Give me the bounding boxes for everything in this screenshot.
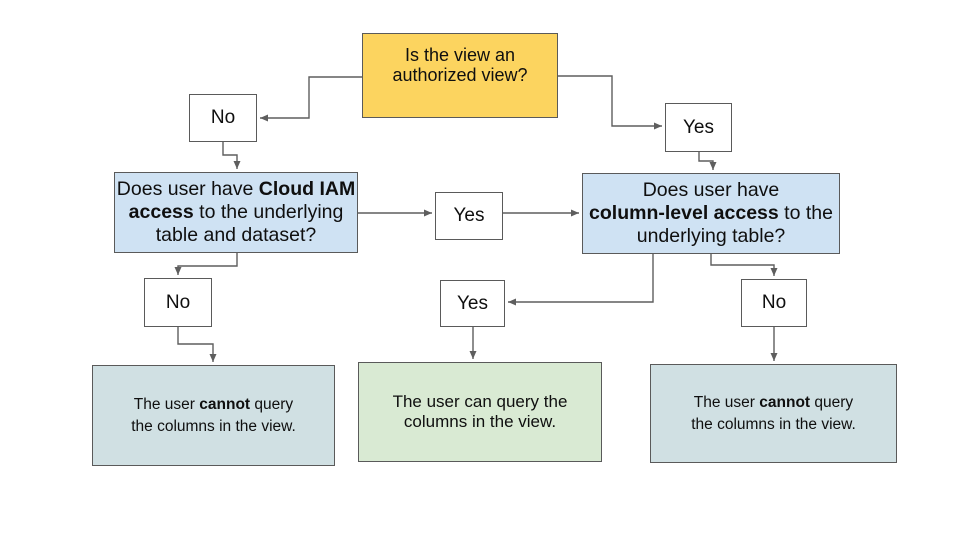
- yes-mid-label: Yes: [453, 205, 485, 226]
- text-line: the columns in the view.: [691, 415, 856, 433]
- question-cloud-iam-text: Does user have Cloud IAM access to the u…: [117, 178, 355, 247]
- connector-authorized-to-yes: [558, 75, 662, 130]
- text-line: access to the underlying: [128, 201, 344, 223]
- text-line: Is the view an: [404, 45, 516, 65]
- node-yes-top: Yes: [665, 103, 732, 152]
- result-left-text: The user cannot query the columns in the…: [131, 394, 296, 438]
- result-mid-text: The user can query the columns in the vi…: [393, 392, 568, 432]
- connector-column-question-to-yes: [508, 254, 654, 306]
- node-question-authorized-view: Is the view an authorized view?: [362, 33, 558, 118]
- node-result-cannot-query-left: The user cannot query the columns in the…: [92, 365, 335, 466]
- question-authorized-view-text: Is the view an authorized view?: [392, 45, 527, 85]
- connector-no-to-iam-question: [222, 142, 241, 169]
- connector-iam-question-to-no: [174, 253, 238, 275]
- text-line: The user cannot query: [693, 393, 854, 411]
- no-column-label: No: [761, 292, 787, 313]
- node-question-cloud-iam-access: Does user have Cloud IAM access to the u…: [114, 172, 358, 253]
- yes-top-label: Yes: [683, 116, 714, 138]
- node-yes-column: Yes: [440, 280, 505, 327]
- node-no-top: No: [189, 94, 257, 142]
- node-no-iam: No: [144, 278, 212, 327]
- text-line: Does user have Cloud IAM: [116, 178, 356, 200]
- text-line: authorized view?: [392, 65, 528, 85]
- no-top-label: No: [210, 107, 236, 128]
- no-iam-label: No: [165, 291, 191, 313]
- text-line: column-level access to the: [589, 202, 833, 224]
- text-line: the columns in the view.: [131, 417, 296, 435]
- node-question-column-level-access: Does user have column-level access to th…: [582, 173, 840, 254]
- yes-column-label: Yes: [457, 292, 488, 314]
- text-line: Does user have: [642, 179, 780, 201]
- node-yes-mid: Yes: [435, 192, 503, 240]
- connector-no-to-result-left: [177, 327, 217, 362]
- text-line: table and dataset?: [155, 224, 317, 246]
- connector-yes-to-column-question: [698, 152, 717, 170]
- text-line: The user cannot query: [133, 395, 294, 413]
- text-line: underlying table?: [636, 225, 786, 247]
- result-right-text: The user cannot query the columns in the…: [691, 392, 856, 436]
- question-column-level-text: Does user have column-level access to th…: [589, 179, 833, 248]
- text-line: The user can query the: [392, 392, 568, 411]
- connector-column-question-to-no: [710, 254, 778, 276]
- text-line: columns in the view.: [403, 412, 557, 431]
- node-result-cannot-query-right: The user cannot query the columns in the…: [650, 364, 897, 463]
- node-result-can-query: The user can query the columns in the vi…: [358, 362, 602, 462]
- connector-authorized-to-no: [260, 76, 362, 122]
- node-no-column: No: [741, 279, 807, 327]
